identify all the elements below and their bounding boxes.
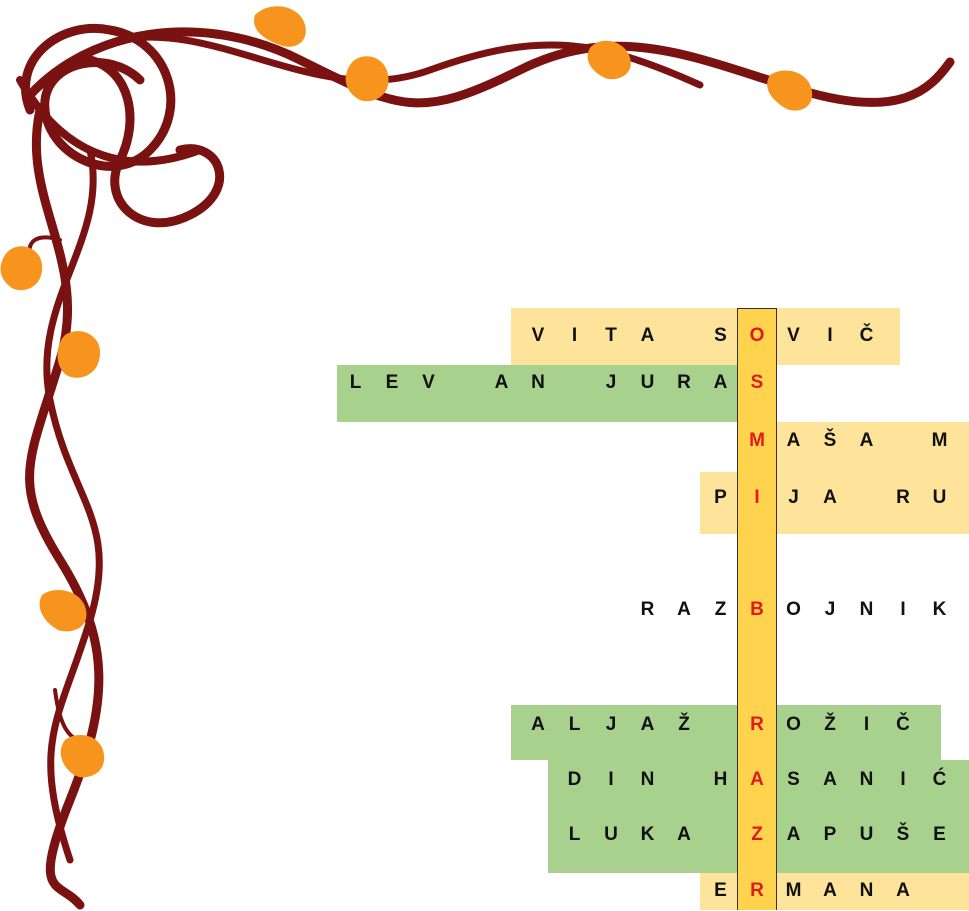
letter-cell: V bbox=[776, 316, 812, 356]
solution-letter: A bbox=[739, 760, 775, 800]
letter-cell: Č bbox=[885, 705, 921, 745]
letter-cell: Ć bbox=[922, 760, 958, 800]
letter-cell: A bbox=[520, 705, 556, 745]
letter-cell: P bbox=[812, 815, 848, 855]
letter-cell: O bbox=[776, 590, 812, 630]
letter-cell: J bbox=[776, 478, 812, 518]
letter-cell: Ž bbox=[666, 705, 702, 745]
letter-cell: N bbox=[849, 760, 885, 800]
letter-cell: H bbox=[703, 760, 739, 800]
letter-cell: P bbox=[703, 478, 739, 518]
letter-cell: K bbox=[630, 815, 666, 855]
letter-cell: Ž bbox=[812, 705, 848, 745]
letter-cell: M bbox=[922, 421, 958, 461]
letter-cell: A bbox=[849, 421, 885, 461]
letter-cell: V bbox=[520, 316, 556, 356]
letter-cell: R bbox=[666, 363, 702, 403]
letter-cell: V bbox=[411, 363, 447, 403]
letter-cell: L bbox=[338, 363, 374, 403]
letter-cell: A bbox=[703, 363, 739, 403]
solution-letter: O bbox=[739, 316, 775, 356]
letter-cell: O bbox=[776, 705, 812, 745]
letter-cell: T bbox=[593, 316, 629, 356]
solution-column-top-border bbox=[737, 308, 777, 309]
letter-cell: Š bbox=[885, 815, 921, 855]
letter-cell: A bbox=[776, 421, 812, 461]
letter-cell: U bbox=[630, 363, 666, 403]
letter-cell: N bbox=[849, 590, 885, 630]
letter-cell: Z bbox=[703, 590, 739, 630]
letter-cell: N bbox=[849, 871, 885, 911]
letter-cell: L bbox=[557, 705, 593, 745]
letter-cell: A bbox=[885, 871, 921, 911]
letter-cell: N bbox=[630, 760, 666, 800]
letter-cell: A bbox=[630, 316, 666, 356]
letter-cell: I bbox=[593, 760, 629, 800]
letter-cell: A bbox=[812, 478, 848, 518]
letter-cell: U bbox=[922, 478, 958, 518]
letter-cell: K bbox=[922, 590, 958, 630]
solution-letter: S bbox=[739, 363, 775, 403]
letter-cell: L bbox=[557, 815, 593, 855]
solution-letter: Z bbox=[739, 815, 775, 855]
letter-cell: J bbox=[593, 705, 629, 745]
letter-cell: D bbox=[557, 760, 593, 800]
letter-cell: I bbox=[812, 316, 848, 356]
solution-letter: R bbox=[739, 871, 775, 911]
letter-cell: J bbox=[593, 363, 629, 403]
solution-letter: B bbox=[739, 590, 775, 630]
letter-cell: Š bbox=[812, 421, 848, 461]
solution-letter: M bbox=[739, 421, 775, 461]
letter-cell: I bbox=[849, 705, 885, 745]
letter-cell: J bbox=[812, 590, 848, 630]
letter-cell: R bbox=[885, 478, 921, 518]
letter-cell: A bbox=[776, 815, 812, 855]
letter-cell: A bbox=[666, 815, 702, 855]
solution-letter: I bbox=[739, 478, 775, 518]
letter-cell: U bbox=[593, 815, 629, 855]
letter-cell: I bbox=[557, 316, 593, 356]
letter-cell: A bbox=[666, 590, 702, 630]
letter-cell: E bbox=[374, 363, 410, 403]
letter-cell: U bbox=[849, 815, 885, 855]
letter-cell: I bbox=[885, 760, 921, 800]
letter-cell: R bbox=[630, 590, 666, 630]
letter-cell: N bbox=[520, 363, 556, 403]
letter-cell: A bbox=[630, 705, 666, 745]
letter-cell: S bbox=[703, 316, 739, 356]
letter-cell: A bbox=[812, 760, 848, 800]
letter-cell: S bbox=[776, 760, 812, 800]
letter-cell: A bbox=[812, 871, 848, 911]
letter-cell: E bbox=[922, 815, 958, 855]
letter-cell: I bbox=[885, 590, 921, 630]
solution-letter: R bbox=[739, 705, 775, 745]
letter-cell: A bbox=[484, 363, 520, 403]
letter-cell: Č bbox=[849, 316, 885, 356]
letter-cell: E bbox=[703, 871, 739, 911]
letter-cell: M bbox=[776, 871, 812, 911]
